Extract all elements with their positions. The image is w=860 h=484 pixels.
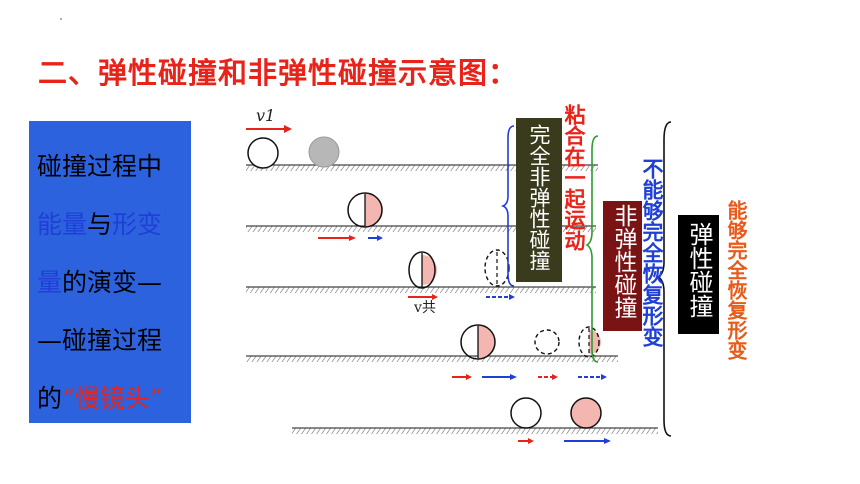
ball-pair-common [408, 251, 436, 289]
description-line-4: —碰撞过程 [37, 326, 163, 355]
description-line-2: 能量与形变 [37, 205, 162, 241]
ball-stationary [308, 136, 340, 168]
ground-track [246, 226, 596, 232]
velocity-label-v1: v1 [256, 106, 276, 125]
row-separation [510, 397, 611, 444]
brace-completely-inelastic [500, 125, 515, 287]
keyword-amount: 量 [37, 268, 63, 297]
row-compression [318, 192, 383, 241]
velocity-label-common: v共 [414, 300, 436, 316]
ball-dashed [578, 326, 600, 358]
ball-pair-compressed [347, 192, 383, 228]
ball-moving [247, 137, 279, 169]
decorative-dot [60, 18, 62, 20]
label-cannot-recover: 不能够完全恢复形变 [640, 158, 664, 347]
page-title: 二、弹性碰撞和非弹性碰撞示意图： [38, 56, 519, 90]
description-box: 碰撞过程中 能量与形变 量的演变— —碰撞过程 的“慢镜头” [29, 121, 191, 423]
ground-track [292, 428, 658, 434]
box-completely-inelastic-bg [516, 118, 562, 282]
ball-after-collision-pink [570, 397, 602, 429]
brace-elastic [656, 121, 672, 437]
description-line-3: 量的演变— [37, 263, 162, 299]
keyword-deformation: 形变 [112, 210, 163, 239]
box-inelastic: 非弹性碰撞 [610, 204, 636, 319]
label-stick-together: 粘合在一起运动 [562, 104, 586, 251]
row-approach [246, 125, 340, 169]
box-completely-inelastic: 完全非弹性碰撞 [527, 124, 551, 271]
ground-tracks [246, 164, 658, 434]
keyword-energy: 能量 [37, 210, 88, 239]
ground-track [246, 287, 596, 293]
ball-pair-separating [460, 324, 496, 360]
ground-track [246, 165, 598, 171]
ball-after-collision [510, 397, 542, 429]
description-line-1: 碰撞过程中 [37, 152, 163, 181]
label-can-recover: 能够完全恢复形变 [724, 200, 748, 360]
brace-inelastic [585, 135, 599, 363]
connector-and: 与 [87, 210, 113, 239]
ball-dashed [484, 249, 510, 287]
row-common-velocity [408, 249, 515, 300]
description-line-5: 的“慢镜头” [37, 379, 163, 415]
text-evolution: 的演变— [62, 268, 163, 297]
text-of: 的 [37, 384, 63, 413]
box-elastic: 弹性碰撞 [685, 222, 713, 318]
keyword-slow-motion: “慢镜头” [62, 384, 163, 413]
ball-dashed [534, 329, 560, 355]
ground-track [246, 356, 618, 362]
box-elastic-bg [678, 215, 719, 334]
box-inelastic-bg [603, 201, 642, 331]
row-partial-recovery [452, 324, 607, 380]
